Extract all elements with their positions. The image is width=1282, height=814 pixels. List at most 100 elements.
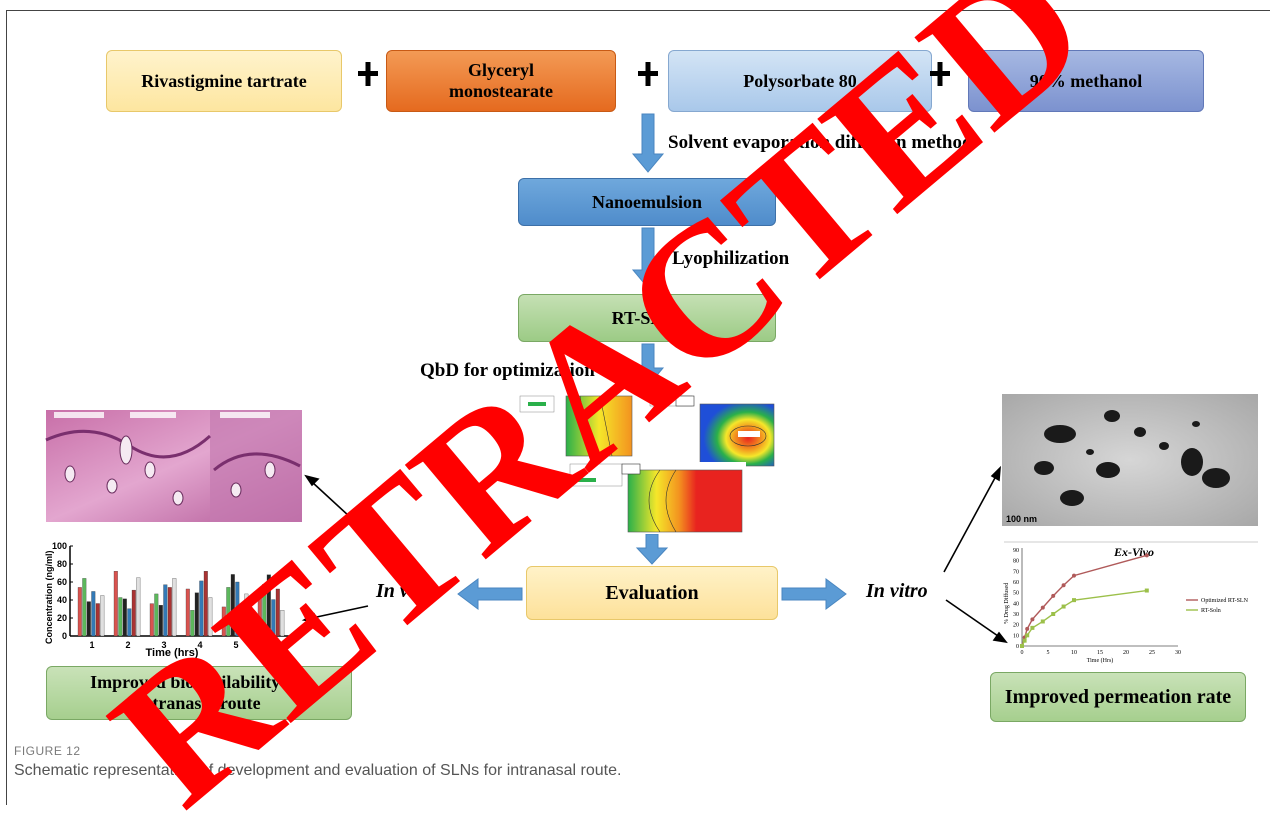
- invivo-ytick: 0: [62, 631, 67, 641]
- arrow-to-evaluation: [635, 533, 669, 565]
- step-rt-slns: RT-SLNs: [518, 294, 776, 342]
- invivo-bar: [86, 601, 91, 637]
- invivo-bar: [257, 595, 262, 637]
- invivo-bar: [172, 578, 177, 637]
- outcome-bioavailability-label: Improved bioavailability via intranasal …: [90, 672, 308, 713]
- invivo-bar: [163, 584, 168, 637]
- ingredient-glyceryl: Glyceryl monostearate: [386, 50, 616, 112]
- ingredient-rivastigmine-label: Rivastigmine tartrate: [141, 70, 307, 91]
- exvivo-ytick: 80: [1013, 559, 1019, 565]
- invivo-bar: [158, 605, 163, 637]
- invivo-bar: [190, 610, 195, 637]
- invivo-bar: [239, 603, 244, 637]
- invivo-xtick: 5: [233, 640, 238, 650]
- invivo-bar: [185, 588, 190, 637]
- step-nanoemulsion: Nanoemulsion: [518, 178, 776, 226]
- invivo-bar: [221, 606, 226, 637]
- invivo-bar: [113, 571, 118, 637]
- invivo-bar: [275, 588, 280, 637]
- invivo-xtick: 1: [89, 640, 94, 650]
- plus-sign: [937, 62, 943, 86]
- ingredient-polysorbate: Polysorbate 80: [668, 50, 932, 112]
- invivo-xtick: 4: [197, 640, 202, 650]
- exvivo-point: [1030, 617, 1035, 622]
- ingredient-rivastigmine: Rivastigmine tartrate: [106, 50, 342, 112]
- arrow-to-in-vivo: [457, 578, 523, 610]
- invivo-bar: [136, 577, 141, 637]
- figure-caption-label: FIGURE 12: [14, 744, 81, 758]
- exvivo-point: [1144, 553, 1149, 558]
- invivo-bar: [77, 587, 82, 637]
- label-qbd: QbD for optimization: [420, 360, 595, 381]
- invivo-ytick: 80: [57, 559, 67, 569]
- exvivo-point: [1025, 626, 1030, 631]
- invivo-ytick: 40: [57, 595, 67, 605]
- invivo-bar: [95, 603, 100, 637]
- exvivo-ytick: 40: [1013, 601, 1019, 607]
- exvivo-ytick: 10: [1013, 633, 1019, 639]
- exvivo-ytick: 50: [1013, 591, 1019, 597]
- arrow-to-qbd: [631, 343, 665, 387]
- invivo-bar: [167, 587, 172, 637]
- exvivo-ylabel: % Drug Diffused: [1003, 583, 1010, 624]
- label-solvent-method: Solvent evaporation diffusion method: [668, 132, 973, 153]
- label-in-vitro: In vitro: [866, 580, 928, 602]
- exvivo-point: [1051, 612, 1056, 616]
- exvivo-series-line: [1021, 554, 1147, 647]
- invivo-xtick: 6: [269, 640, 274, 650]
- exvivo-ytick: 70: [1013, 569, 1019, 575]
- exvivo-xtick: 5: [1047, 650, 1050, 656]
- exvivo-series-line: [1021, 589, 1147, 647]
- contour-plot-1: [516, 392, 636, 464]
- invivo-xlabel: Time (hrs): [146, 647, 199, 659]
- invivo-bar: [199, 580, 204, 637]
- contour-plot-2: [648, 392, 778, 472]
- invivo-bar: [100, 595, 105, 637]
- invivo-bar: [235, 581, 240, 637]
- invivo-bar: [82, 578, 87, 637]
- invivo-bar: [149, 603, 154, 637]
- figure-caption-text: Schematic representation of development …: [14, 762, 622, 779]
- invivo-bar: [271, 599, 276, 637]
- outcome-bioavailability: Improved bioavailability via intranasal …: [46, 666, 352, 720]
- arrow-to-nanoemulsion: [631, 113, 665, 173]
- invivo-bar: [122, 598, 127, 637]
- exvivo-xtick: 10: [1071, 650, 1077, 656]
- arrow-to-rt-slns: [631, 227, 665, 289]
- pointer-arrows: [301, 465, 1008, 644]
- exvivo-point: [1022, 638, 1027, 643]
- exvivo-point: [1072, 598, 1076, 603]
- flow-arrows: [457, 113, 847, 610]
- invivo-ytick: 60: [57, 577, 67, 587]
- invivo-ytick: 100: [52, 541, 67, 551]
- invivo-bar: [226, 587, 231, 637]
- invivo-ytick: 20: [57, 613, 67, 623]
- invivo-bar: [266, 574, 271, 637]
- label-lyophilization: Lyophilization: [672, 248, 790, 269]
- invivo-bar: [244, 593, 249, 637]
- exvivo-ytick: 20: [1013, 623, 1019, 629]
- pointer-arrowhead: [304, 474, 320, 487]
- exvivo-point: [1025, 633, 1030, 638]
- exvivo-point: [1040, 619, 1045, 624]
- ingredient-methanol-label: 90% methanol: [1029, 70, 1143, 91]
- contour-plot-3: [568, 462, 746, 534]
- invivo-bar: [194, 592, 199, 637]
- exvivo-xtick: 20: [1123, 650, 1129, 656]
- step-nanoemulsion-label: Nanoemulsion: [591, 191, 703, 212]
- invivo-bar: [203, 571, 208, 637]
- plus-signs: [358, 62, 950, 86]
- exvivo-xlabel: Time (Hrs): [1087, 657, 1114, 664]
- tem-image: 100 nm: [1002, 394, 1258, 526]
- invivo-xtick: 3: [161, 640, 166, 650]
- exvivo-ytick: 90: [1013, 548, 1019, 554]
- exvivo-xtick: 0: [1021, 650, 1024, 656]
- exvivo-point: [1144, 588, 1149, 593]
- exvivo-xtick: 25: [1149, 650, 1155, 656]
- exvivo-xtick: 30: [1175, 650, 1181, 656]
- step-rt-slns-label: RT-SLNs: [611, 307, 683, 328]
- plus-sign: [645, 62, 651, 86]
- exvivo-ytick: 0: [1016, 644, 1019, 650]
